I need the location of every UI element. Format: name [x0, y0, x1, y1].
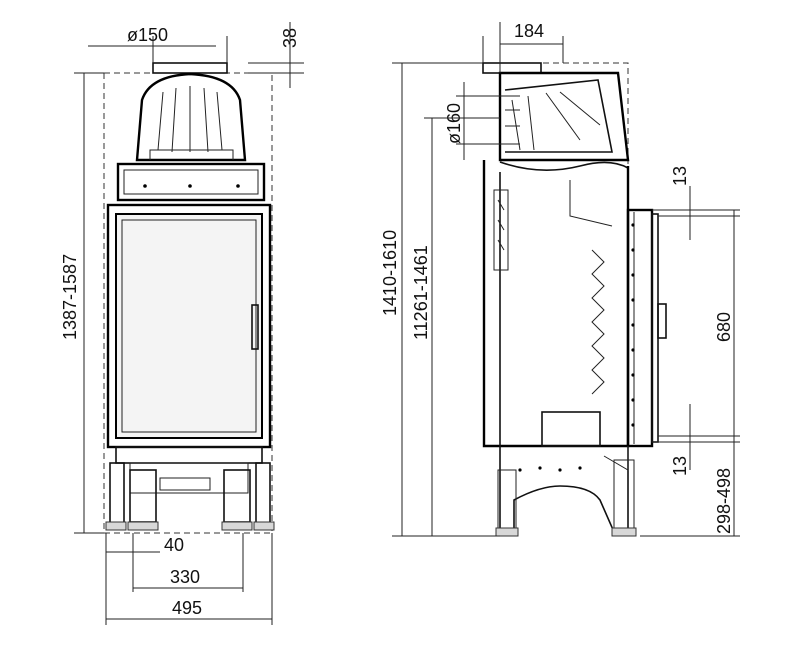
dim-inner-width: 330: [170, 567, 200, 587]
dim-door-top-margin: 13: [670, 166, 690, 186]
dim-door-bottom-margin: 13: [670, 456, 690, 476]
dim-flue-diameter-front: ø150: [127, 25, 168, 45]
front-legs: [105, 462, 275, 531]
dim-overall-height-front: 1387-1587: [60, 254, 80, 340]
door-hinge-dots: [631, 223, 635, 427]
dim-flue-height-side: 11261-1461: [411, 245, 431, 340]
front-view: ø150 38 1387-1587 40 330 495: [60, 22, 304, 625]
dim-overall-height-side: 1410-1610: [380, 230, 400, 316]
dim-top-offset: 38: [280, 28, 300, 48]
dim-flue-diameter-side: ø160: [444, 103, 464, 144]
dim-flue-setback-side: 184: [514, 21, 544, 41]
dim-foot-spacing: 40: [164, 535, 184, 555]
dim-door-height: 680: [714, 312, 734, 342]
side-view: 184 ø160 1410-1610 11261-1461 13 680 13 …: [380, 21, 740, 537]
dim-base-height: 298-498: [714, 468, 734, 534]
dim-overall-width: 495: [172, 598, 202, 618]
